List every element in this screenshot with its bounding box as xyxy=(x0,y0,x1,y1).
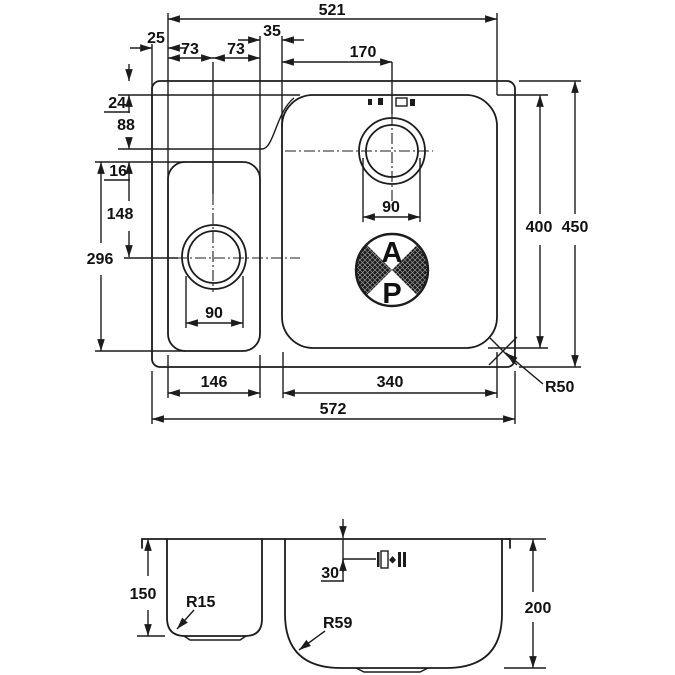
r15-leader-line xyxy=(176,609,195,630)
small-drain-inner xyxy=(187,230,241,284)
top-view-dimension-lines xyxy=(97,15,579,423)
dim-label-88: 88 xyxy=(117,117,135,134)
side-view: 150 R15 30 R59 200 xyxy=(130,519,552,673)
dim-label-170: 170 xyxy=(350,44,377,61)
dim-label-35: 35 xyxy=(263,23,281,40)
rim-end-ticks xyxy=(141,538,511,549)
dim-label-572: 572 xyxy=(320,401,347,418)
logo-circle xyxy=(354,232,430,308)
main-bowl-rim xyxy=(281,94,498,349)
dim-label-r15: R15 xyxy=(186,594,215,611)
dim-label-400: 400 xyxy=(526,219,553,236)
main-bowl-drain-recess xyxy=(355,667,429,673)
dim-label-r59: R59 xyxy=(323,615,352,632)
dim-label-150: 150 xyxy=(130,586,157,603)
side-view-dimension-labels: 150 R15 30 R59 200 xyxy=(130,565,552,632)
main-bowl-profile xyxy=(284,538,503,669)
bowl-divider-step-line xyxy=(118,97,295,150)
dim-label-340: 340 xyxy=(377,374,404,391)
dim-label-450: 450 xyxy=(562,219,589,236)
logo-letter-top: A xyxy=(382,237,403,269)
overflow-icon xyxy=(377,550,406,569)
dim-label-521: 521 xyxy=(319,2,346,19)
tap-hole-icons xyxy=(368,97,415,107)
r50-leader-line xyxy=(505,352,544,385)
sink-outer-edge xyxy=(151,80,516,368)
top-view-dimension-labels: 521 25 73 73 35 170 24 88 16 148 296 90 … xyxy=(87,2,589,418)
small-drain-outer xyxy=(181,224,247,290)
dim-label-73-right: 73 xyxy=(227,41,245,58)
dim-label-200: 200 xyxy=(525,600,552,617)
dim-label-25: 25 xyxy=(147,30,165,47)
dim-label-148: 148 xyxy=(107,206,134,223)
r59-leader-line xyxy=(298,630,326,651)
small-bowl-rim xyxy=(167,161,261,352)
r50-corner-mark xyxy=(488,336,544,385)
side-view-geometry xyxy=(141,538,511,673)
dim-label-90-main: 90 xyxy=(382,199,400,216)
dim-label-73-left: 73 xyxy=(181,41,199,58)
side-view-dimension-lines xyxy=(144,519,537,668)
dim-label-24: 24 xyxy=(108,95,126,112)
small-bowl-profile xyxy=(166,538,263,637)
side-view-extension-lines xyxy=(137,538,546,669)
dim-label-16: 16 xyxy=(109,163,127,180)
dim-label-296: 296 xyxy=(87,251,114,268)
logo-letter-bottom: P xyxy=(382,278,401,310)
dim-label-r50: R50 xyxy=(545,379,574,396)
dim-label-146: 146 xyxy=(201,374,228,391)
dim-label-30: 30 xyxy=(321,565,339,582)
small-bowl-drain-recess xyxy=(183,635,247,641)
dim-label-90-small: 90 xyxy=(205,305,223,322)
